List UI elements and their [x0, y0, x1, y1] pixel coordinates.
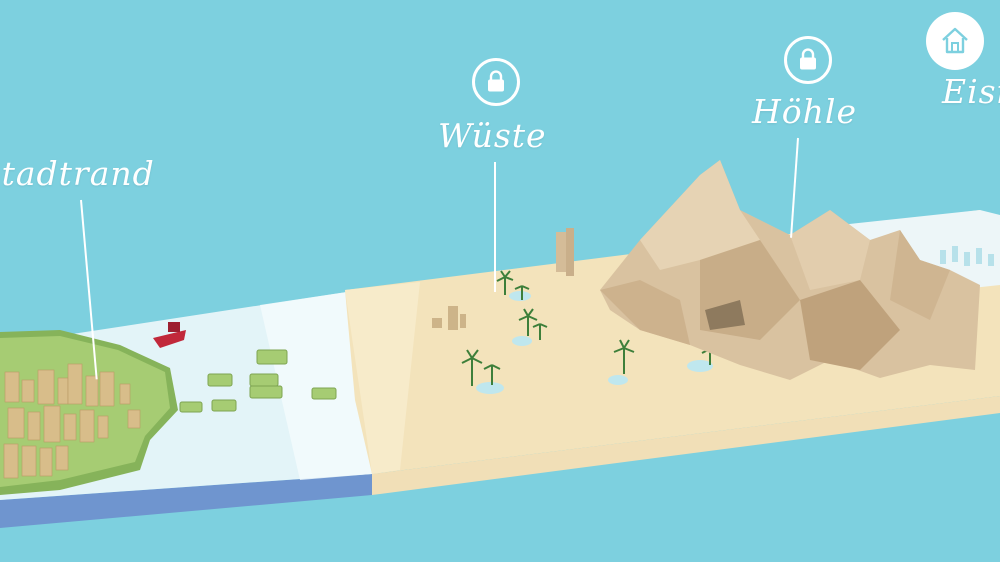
desert-ruins: [432, 306, 466, 330]
home-button[interactable]: [926, 12, 984, 70]
oases: [476, 291, 713, 394]
level-label-eis[interactable]: Eisi: [942, 72, 1000, 111]
palm-trees: [461, 270, 719, 386]
ice-forest: [940, 246, 994, 266]
town-island: [0, 330, 178, 495]
lock-button-hoehle[interactable]: [784, 36, 832, 84]
board-side-sand: [372, 396, 1000, 495]
board-side-sea: [0, 474, 372, 528]
home-icon: [942, 27, 968, 54]
wueste-pin-line: [494, 162, 496, 292]
boat: [153, 322, 186, 348]
lock-button-wueste[interactable]: [472, 58, 520, 106]
level-label-hoehle[interactable]: Höhle: [752, 92, 857, 131]
level-label-stadtrand[interactable]: Stadtrand: [0, 154, 155, 193]
lock-icon: [800, 48, 816, 70]
lock-icon: [488, 70, 504, 92]
small-islands: [179, 349, 337, 413]
cave-mountain: [556, 160, 980, 380]
level-label-wueste[interactable]: Wüste: [438, 116, 547, 155]
